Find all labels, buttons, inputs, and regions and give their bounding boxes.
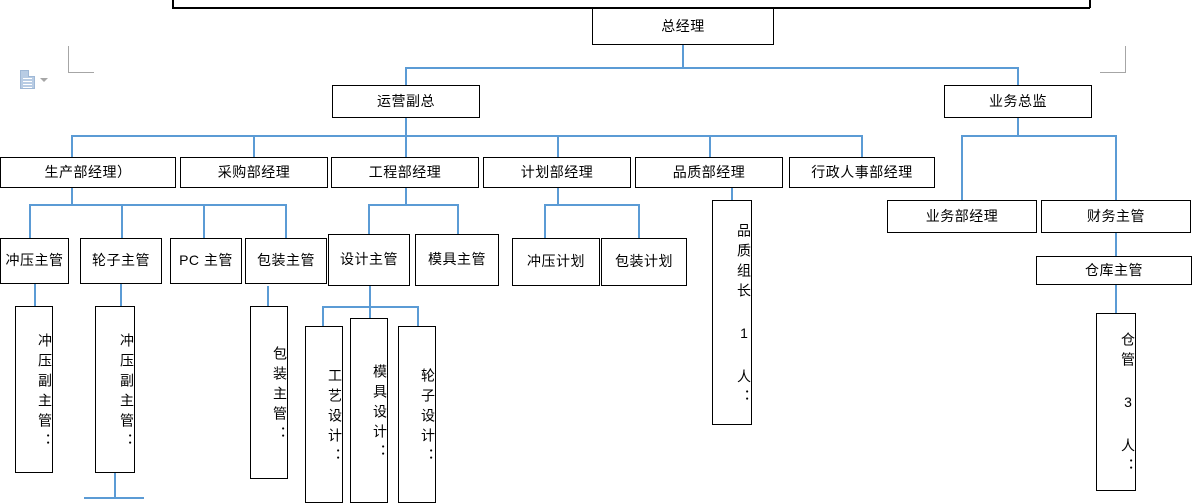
node-design-supervisor[interactable]: 设计主管 [328,234,410,286]
connector-engineering-bus [368,204,459,206]
node-quality-manager[interactable]: 品质部经理 [635,157,783,188]
connector-to-packaging-supervisor [285,204,287,238]
connector-warehouse-to-staff [1115,285,1117,313]
connector-to-engineering [405,135,407,157]
connector-to-stamping-supervisor [29,204,31,238]
paste-options-control[interactable] [20,70,48,89]
connector-stamping-to-deputy1 [34,284,36,306]
connector-level2-bus [405,67,1018,69]
connector-to-purchasing [253,135,255,157]
node-packaging-supervisor[interactable]: 包装主管 [245,238,327,284]
page-frame-left-stub [172,0,174,8]
connector-to-sales-manager [961,135,963,200]
connector-bottom-bus-cutoff [84,497,144,499]
connector-to-vp-operations [405,67,407,87]
connector-planning-down [557,188,559,204]
node-warehouse-staff[interactable]: 仓管 3 人： [1096,313,1136,491]
node-wheel-design[interactable]: 轮子设计： [398,326,436,503]
connector-to-mold-supervisor [457,204,459,238]
connector-to-wheel-design [417,306,419,326]
connector-to-business-director [1017,67,1019,87]
node-stamping-supervisor[interactable]: 冲压主管 [0,238,69,284]
margin-mark-left [68,46,94,73]
connector-to-planning [557,135,559,157]
connector-to-hr-admin [861,135,863,157]
node-packaging-plan[interactable]: 包装计划 [601,238,687,286]
node-quality-leader[interactable]: 品质组长 1 人： [712,200,752,425]
node-mold-design[interactable]: 模具设计： [350,318,388,503]
connector-to-design-supervisor [368,204,370,238]
connector-gm-down [682,45,684,67]
connector-packaging-to-lead [267,286,269,306]
connector-vpops-down [405,118,407,135]
connector-level3-bus [71,135,862,137]
node-sales-manager[interactable]: 业务部经理 [887,200,1037,233]
connector-to-packaging-plan [638,204,640,238]
connector-to-finance-supervisor [1115,135,1117,200]
connector-wheel-to-deputy2 [120,284,122,306]
node-mold-supervisor[interactable]: 模具主管 [415,234,499,286]
page-frame-top [172,7,1090,9]
connector-to-stamping-plan [544,204,546,238]
node-vp-operations[interactable]: 运营副总 [332,85,480,118]
connector-to-wheel-supervisor [121,204,123,238]
node-wheel-supervisor[interactable]: 轮子主管 [80,238,162,284]
connector-engineering-down [405,188,407,204]
node-engineering-manager[interactable]: 工程部经理 [331,157,479,188]
node-production-manager[interactable]: 生产部经理） [0,157,176,188]
connector-deputy2-down [114,473,116,499]
node-business-director[interactable]: 业务总监 [944,85,1092,118]
node-pc-supervisor[interactable]: PC 主管 [170,238,242,284]
connector-quality-down [731,188,733,200]
node-process-design[interactable]: 工艺设计： [305,326,343,503]
node-planning-manager[interactable]: 计划部经理 [483,157,631,188]
node-stamping-deputy-1[interactable]: 冲压副主管： [15,306,53,473]
chevron-down-icon[interactable] [40,77,48,82]
node-stamping-plan[interactable]: 冲压计划 [512,238,600,286]
connector-right-bus [961,135,1117,137]
connector-to-mold-design [369,306,371,318]
node-warehouse-supervisor[interactable]: 仓库主管 [1036,256,1192,285]
node-hr-admin-manager[interactable]: 行政人事部经理 [789,157,935,188]
connector-to-quality [709,135,711,157]
connector-to-process-design [322,306,324,326]
connector-to-production [71,135,73,157]
connector-production-bus [29,204,286,206]
page-frame-right-stub [1089,0,1091,8]
paste-options-icon[interactable] [20,70,35,89]
node-purchasing-manager[interactable]: 采购部经理 [180,157,328,188]
node-stamping-deputy-2[interactable]: 冲压副主管： [95,306,135,473]
connector-design-down [369,286,371,306]
node-finance-supervisor[interactable]: 财务主管 [1041,200,1191,233]
connector-finance-to-warehouse [1115,233,1117,256]
connector-production-down [71,188,73,204]
margin-mark-right [1100,46,1126,73]
connector-to-pc-supervisor [203,204,205,238]
connector-bizdir-down [1017,118,1019,135]
connector-planning-bus [544,204,640,206]
node-packaging-lead[interactable]: 包装主管： [250,306,288,479]
node-general-manager[interactable]: 总经理 [592,8,774,45]
